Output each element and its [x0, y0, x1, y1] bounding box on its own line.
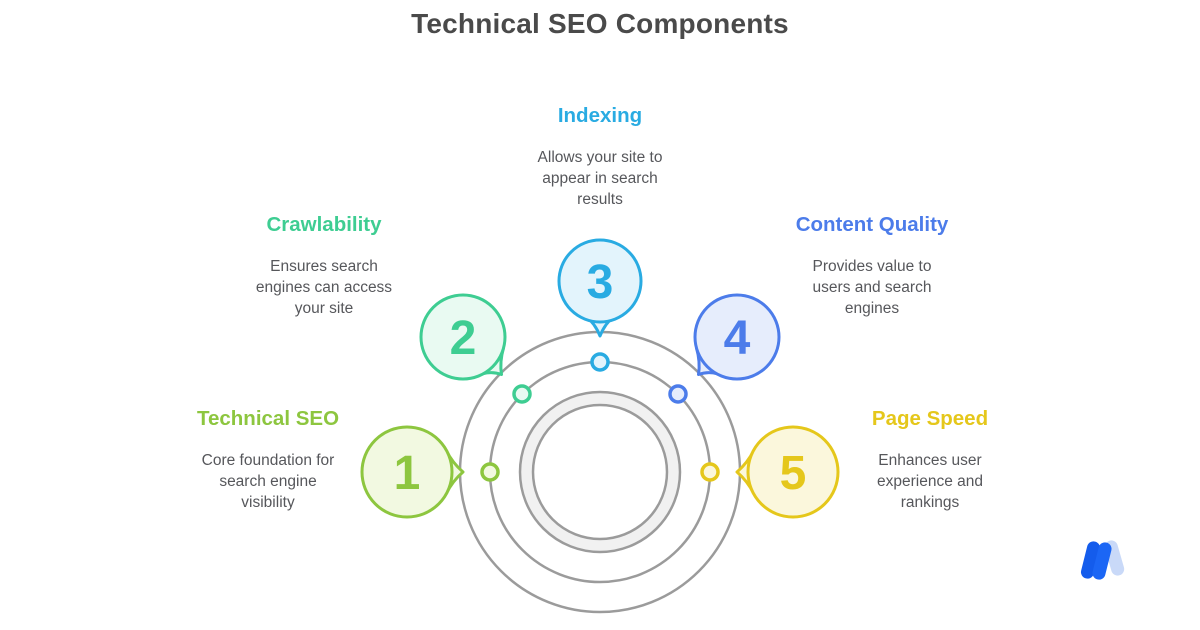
orbit-dot-3-icon: [590, 352, 610, 372]
section-description-page-speed: Enhances user experience and rankings: [877, 452, 983, 511]
speech-bubble-3: 3: [557, 238, 643, 338]
section-content-quality: Content Quality Provides value to users …: [772, 212, 972, 319]
bubble-number-2: 2: [450, 312, 477, 365]
section-heading-technical-seo: Technical SEO: [196, 407, 340, 430]
w-logo-icon: [1080, 540, 1125, 580]
section-description-crawlability: Ensures search engines can access your s…: [255, 258, 393, 317]
page-title: Technical SEO Components: [411, 8, 789, 39]
bubble-circle-1: [360, 425, 454, 519]
bubble-number-3: 3: [587, 256, 614, 309]
orbit-dot-5-icon: [700, 462, 720, 482]
bubble-number-4: 4: [724, 312, 751, 365]
bubble-circle-2: [419, 293, 507, 381]
orbit-dot-2-icon: [512, 384, 532, 404]
bubble-number-1: 1: [394, 447, 421, 500]
section-description-content-quality: Provides value to users and search engin…: [812, 258, 932, 317]
orbit-dots: [480, 352, 720, 482]
bubble-number-5: 5: [780, 447, 807, 500]
section-technical-seo: Technical SEO Core foundation for search…: [168, 406, 368, 513]
inner-band-fill: [521, 393, 679, 551]
section-heading-crawlability: Crawlability: [266, 213, 382, 236]
inner-band-outer-edge: [518, 390, 682, 554]
bubble-circle-5: [746, 425, 840, 519]
orbit-dot-4-icon: [668, 384, 688, 404]
speech-bubble-2: 2: [419, 293, 507, 381]
bubble-circle-4: [693, 293, 781, 381]
section-heading-indexing: Indexing: [557, 104, 643, 127]
orbit-dot-1-icon: [480, 462, 500, 482]
section-heading-content-quality: Content Quality: [795, 213, 949, 236]
speech-bubble-4: 4: [693, 293, 781, 381]
section-description-indexing: Allows your site to appear in search res…: [537, 149, 663, 208]
section-page-speed: Page Speed Enhances user experience and …: [830, 406, 1030, 513]
speech-bubble-5: 5: [735, 425, 840, 519]
speech-bubble-1: 1: [360, 425, 465, 519]
section-indexing: Indexing Allows your site to appear in s…: [490, 103, 710, 210]
section-heading-page-speed: Page Speed: [871, 407, 989, 430]
inner-band-inner-edge: [531, 403, 669, 541]
section-description-technical-seo: Core foundation for search engine visibi…: [201, 452, 335, 511]
section-crawlability: Crawlability Ensures search engines can …: [224, 212, 424, 319]
bubble-circle-3: [557, 238, 643, 324]
